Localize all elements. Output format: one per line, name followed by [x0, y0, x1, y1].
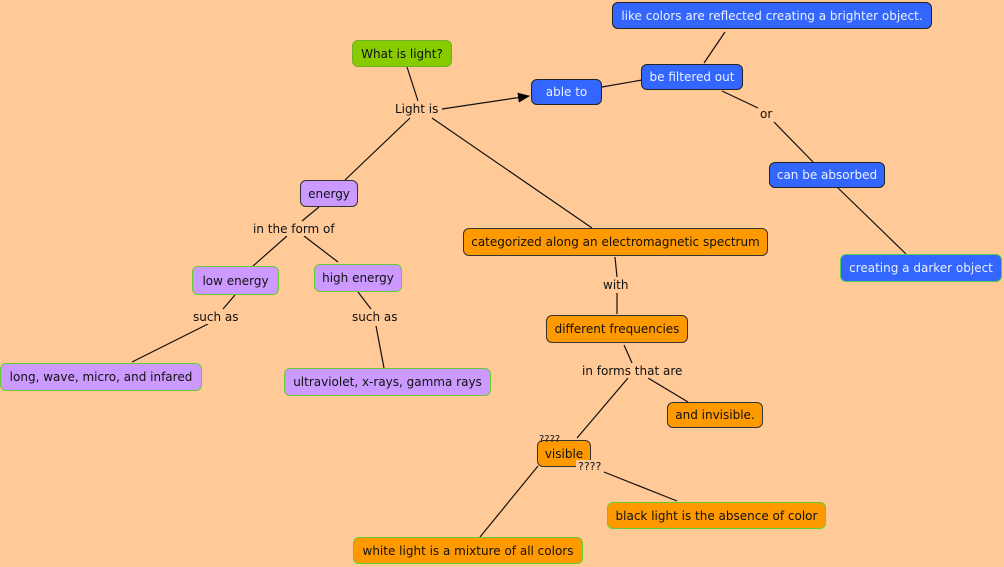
node-energy[interactable]: energy: [300, 180, 358, 207]
link-label-in-forms-that-are: in forms that are: [580, 364, 685, 378]
node-label: high energy: [322, 271, 394, 285]
node-and-invisible[interactable]: and invisible.: [667, 402, 763, 428]
link-label-such-as-low: such as: [191, 310, 241, 324]
node-be-filtered-out[interactable]: be filtered out: [641, 64, 743, 90]
link-label-with: with: [601, 278, 631, 292]
node-creating-darker[interactable]: creating a darker object: [840, 254, 1002, 282]
node-label: and invisible.: [675, 408, 755, 422]
node-different-frequencies[interactable]: different frequencies: [546, 315, 688, 343]
node-label: can be absorbed: [776, 168, 878, 182]
node-label: like colors are reflected creating a bri…: [621, 8, 923, 23]
link-label-question-marks-top: ????: [539, 434, 561, 445]
node-high-energy[interactable]: high energy: [314, 264, 402, 292]
node-label: be filtered out: [649, 70, 735, 84]
link-label-or: or: [758, 107, 775, 121]
node-label: able to: [545, 85, 588, 99]
node-low-examples[interactable]: long, wave, micro, and infared: [0, 363, 202, 391]
link-label-such-as-high: such as: [350, 310, 400, 324]
node-label: ultraviolet, x-rays, gamma rays: [293, 375, 482, 389]
node-label: different frequencies: [554, 322, 680, 336]
node-can-be-absorbed[interactable]: can be absorbed: [769, 162, 885, 188]
node-label: categorized along an electromagnetic spe…: [471, 235, 760, 249]
link-label-question-marks-side: ????: [576, 460, 604, 473]
node-label: white light is a mixture of all colors: [362, 543, 574, 558]
node-label: low energy: [202, 273, 269, 288]
node-black-light[interactable]: black light is the absence of color: [607, 502, 826, 529]
node-label: black light is the absence of color: [615, 508, 818, 523]
node-label: energy: [308, 186, 350, 201]
node-like-colors[interactable]: like colors are reflected creating a bri…: [612, 2, 932, 29]
node-low-energy[interactable]: low energy: [192, 266, 279, 295]
node-able-to[interactable]: able to: [531, 79, 602, 105]
node-label: long, wave, micro, and infared: [9, 370, 193, 384]
link-label-in-the-form-of: in the form of: [251, 222, 337, 236]
node-what-is-light[interactable]: What is light?: [352, 40, 452, 67]
node-label: What is light?: [361, 46, 443, 61]
node-label: creating a darker object: [849, 261, 993, 275]
node-label: visible: [544, 446, 584, 461]
node-categorized[interactable]: categorized along an electromagnetic spe…: [463, 228, 768, 256]
link-label-light-is: Light is: [393, 102, 441, 116]
node-high-examples[interactable]: ultraviolet, x-rays, gamma rays: [284, 368, 491, 396]
node-white-light[interactable]: white light is a mixture of all colors: [353, 537, 583, 564]
